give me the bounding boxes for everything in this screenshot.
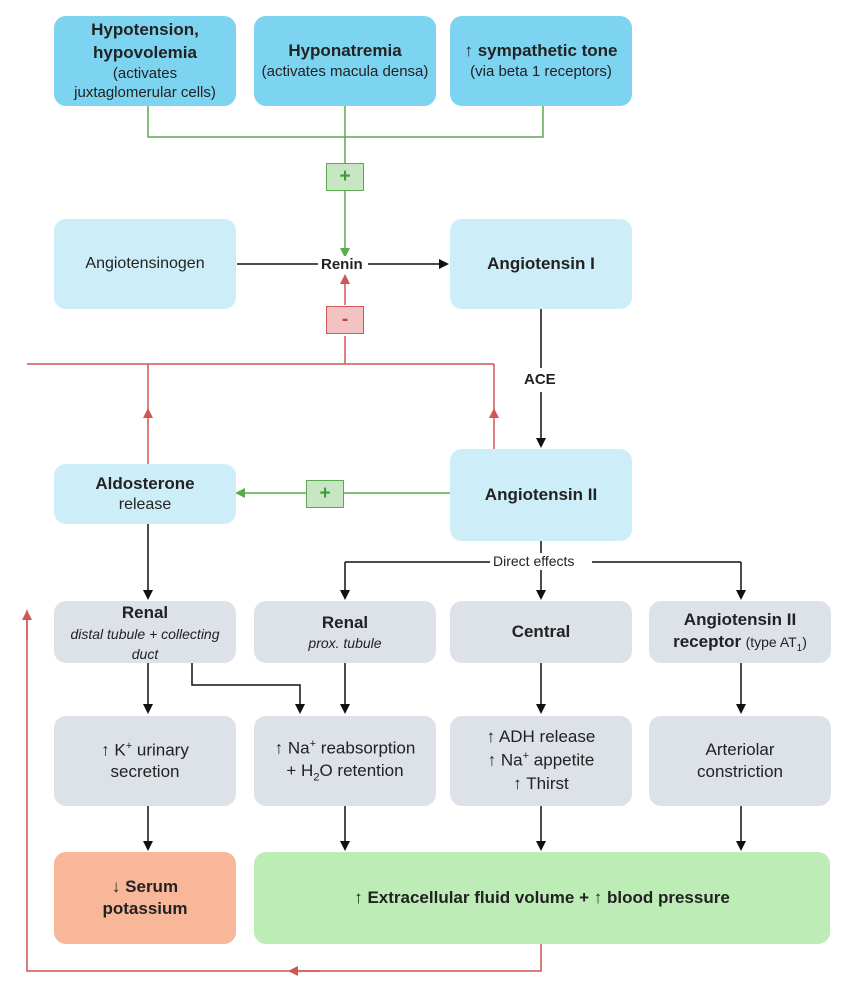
direct-effects-label: Direct effects (491, 553, 577, 570)
appetite-post: appetite (529, 750, 595, 770)
hyponatremia-title: Hyponatremia (288, 41, 402, 61)
feedback-lines (22, 274, 542, 976)
adh-box: ↑ ADH release ↑ Na+ appetite ↑ Thirst (450, 716, 632, 806)
stimulate-plus-sign: + (326, 163, 364, 191)
aldosterone-plus-sign: + (306, 480, 344, 508)
sympathetic-box: ↑ sympathetic tone (via beta 1 receptors… (450, 16, 632, 106)
hypotension-sub: (activates juxtaglomerular cells) (74, 64, 216, 102)
renal-prox-box: Renal prox. tubule (254, 601, 436, 663)
angiotensinogen-label: Angiotensinogen (85, 254, 205, 272)
na-reabsorption-pre: ↑ Na (274, 738, 310, 758)
adh-line3: ↑ Thirst (513, 773, 569, 793)
ecf-part2: ↑ blood pressure (593, 887, 730, 907)
k-secretion-sup: + (125, 739, 133, 752)
hypotension-box: Hypotension, hypovolemia (activates juxt… (54, 16, 236, 106)
adh-line1: ↑ ADH release (486, 727, 596, 747)
k-secretion-pre: ↑ K (101, 740, 126, 760)
angiotensin-2-label: Angiotensin II (484, 484, 598, 504)
hypotension-title: Hypotension, hypovolemia (91, 20, 199, 62)
water-pre: + H (286, 761, 314, 781)
appetite-pre: ↑ Na (487, 750, 523, 770)
angiotensinogen-box: Angiotensinogen (54, 219, 236, 309)
na-reabsorption-box: ↑ Na+ reabsorption + H2O retention (254, 716, 436, 806)
arteriolar-box: Arteriolar constriction (649, 716, 831, 806)
k-secretion-box: ↑ K+ urinary secretion (54, 716, 236, 806)
hyponatremia-box: Hyponatremia (activates macula densa) (254, 16, 436, 106)
arteriolar-line2: constriction (697, 762, 783, 781)
receptor-title: Angiotensin II (683, 609, 797, 629)
inhibit-minus-sign: - (326, 306, 364, 334)
renal-prox-title: Renal (321, 612, 369, 632)
ace-label: ACE (522, 371, 558, 389)
angiotensin-1-label: Angiotensin I (487, 253, 595, 273)
water-sub: 2 (313, 771, 320, 784)
hyponatremia-sub: (activates macula densa) (261, 63, 429, 81)
renin-label: Renin (319, 256, 365, 274)
na-reabsorption-sup: + (309, 738, 317, 751)
angiotensin-2-box: Angiotensin II (450, 449, 632, 541)
k-secretion-line1: ↑ K+ urinary (101, 739, 189, 762)
serum-potassium-box: ↓ Serum potassium (54, 852, 236, 944)
angiotensin-1-box: Angiotensin I (450, 219, 632, 309)
receptor-type-num: 1 (796, 643, 803, 655)
ecf-part1: ↑ Extracellular fluid volume (354, 887, 575, 907)
serum-potassium-line1: ↓ Serum (111, 876, 179, 896)
na-reabsorption-line2: + H2O retention (286, 760, 403, 785)
receptor-word: receptor (673, 631, 742, 651)
na-reabsorption-line1: ↑ Na+ reabsorption (275, 737, 416, 760)
renal-distal-title: Renal (121, 603, 169, 622)
k-secretion-line2: secretion (110, 762, 180, 782)
sympathetic-title: ↑ sympathetic tone (464, 41, 618, 61)
receptor-type-end: ) (802, 633, 807, 650)
aldosterone-box: Aldosterone release (54, 464, 236, 524)
renal-distal-sub: distal tubule + collecting duct (70, 626, 220, 663)
serum-potassium-line2: potassium (102, 899, 188, 918)
stimulus-lines (147, 106, 544, 498)
sympathetic-sub: (via beta 1 receptors) (470, 63, 612, 81)
aldosterone-title: Aldosterone (95, 473, 195, 493)
arteriolar-line1: Arteriolar (705, 739, 775, 759)
ecf-plus: + (579, 887, 590, 907)
receptor-subline: receptor (type AT1) (673, 631, 807, 655)
water-post: O retention (319, 761, 404, 781)
receptor-box: Angiotensin II receptor (type AT1) (649, 601, 831, 663)
ecf-bp-label: ↑ Extracellular fluid volume + ↑ blood p… (354, 887, 730, 909)
k-secretion-post: urinary (132, 740, 189, 760)
pathway-lines (143, 259, 746, 851)
receptor-type: (type AT (745, 633, 797, 650)
renal-prox-sub: prox. tubule (308, 634, 382, 651)
na-reabsorption-post: reabsorption (316, 738, 416, 758)
central-box: Central (450, 601, 632, 663)
adh-line2: ↑ Na+ appetite (488, 749, 595, 773)
central-title: Central (511, 621, 571, 641)
renal-distal-box: Renal distal tubule + collecting duct (54, 601, 236, 663)
appetite-sup: + (522, 750, 530, 763)
ecf-bp-box: ↑ Extracellular fluid volume + ↑ blood p… (254, 852, 830, 944)
aldosterone-sub: release (118, 495, 172, 513)
